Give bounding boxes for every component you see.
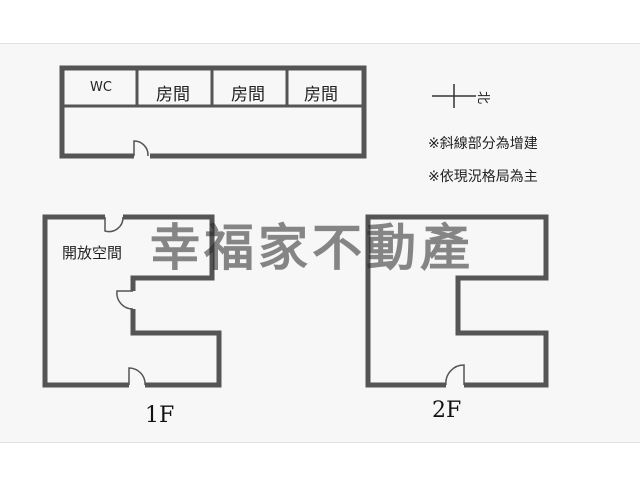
floor-label-1f: 1F: [145, 403, 175, 428]
second-bottom-door: [445, 364, 465, 386]
first-bottom-door: [128, 367, 146, 386]
watermark: 幸福家不動產: [150, 219, 474, 277]
room-label-open-space: 開放空間: [62, 244, 123, 262]
room-label-bedroom-3: 房間: [304, 85, 338, 105]
note-current-layout: ※依現況格局為主: [428, 169, 538, 185]
second-floor-outline: [365, 214, 549, 388]
room-label-bedroom-1: 房間: [156, 85, 190, 105]
floor-label-2f: 2F: [432, 398, 462, 423]
first-floor-outline: [42, 214, 222, 388]
first-entry-door: [104, 216, 124, 233]
room-label-wc: WC: [90, 80, 112, 95]
plan-background: [0, 43, 640, 443]
note-extension: ※斜線部分為增建: [428, 136, 538, 152]
north-arrow: [432, 84, 476, 108]
top-door-swing: [133, 140, 149, 157]
first-side-door: [116, 290, 134, 310]
north-label: 北: [475, 90, 491, 105]
room-label-bedroom-2: 房間: [231, 85, 265, 105]
